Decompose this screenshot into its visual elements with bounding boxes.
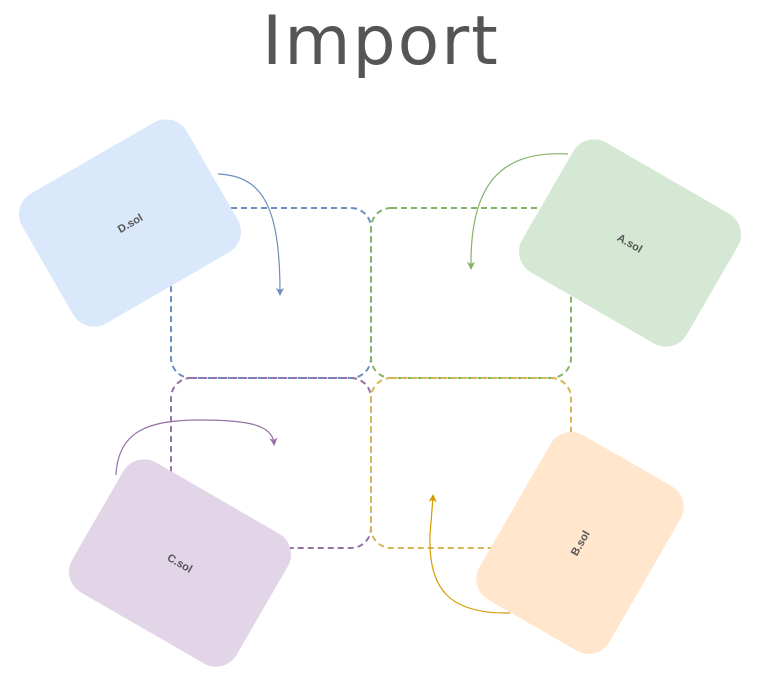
arrow-a-to-top-right — [466, 153, 569, 270]
card-d-shape — [19, 119, 241, 327]
card-a-sol[interactable]: A.sol — [510, 131, 750, 356]
arrow-b-to-bottom-right — [428, 494, 511, 614]
arrow-c-to-bottom-left — [115, 419, 278, 476]
card-b-shape — [476, 432, 684, 654]
diagram-title: Import — [262, 2, 500, 81]
quadrant-bottom-right — [370, 377, 572, 549]
card-b-sol[interactable]: B.sol — [468, 423, 693, 663]
card-a-shape — [519, 139, 741, 347]
card-c-sol[interactable]: C.sol — [60, 451, 300, 676]
card-d-sol[interactable]: D.sol — [10, 111, 250, 336]
card-c-shape — [69, 459, 291, 667]
arrow-d-to-top-left — [217, 173, 284, 296]
